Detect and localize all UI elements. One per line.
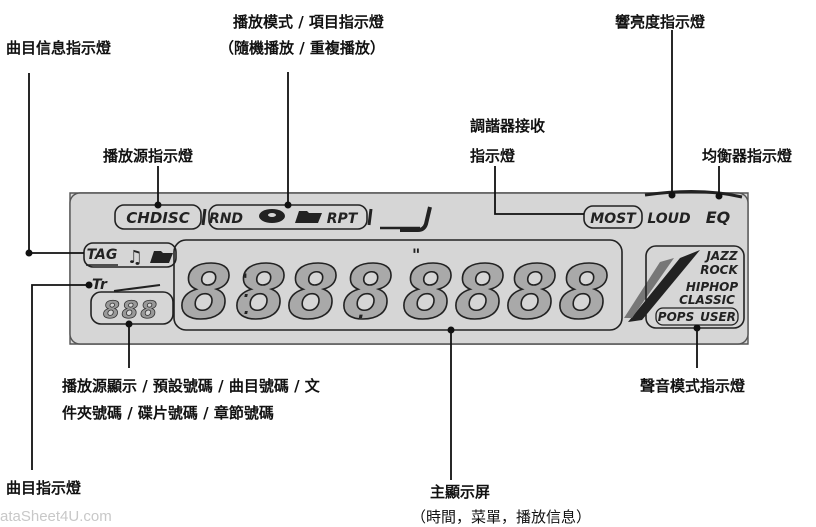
source-display-label-2: 件夾號碼 / 碟片號碼 / 章節號碼: [62, 404, 274, 422]
main-display-box: [173, 239, 623, 331]
chdisc-text: CHDISC: [126, 209, 189, 227]
rpt-text: RPT: [327, 211, 359, 227]
tuner-label: 調諧器接收: [470, 117, 546, 135]
tr-text: Tr: [92, 277, 108, 293]
jazz-text: JAZZ: [704, 249, 737, 263]
tag-folder-icon: [150, 251, 173, 263]
equalizer-label: 均衡器指示燈: [702, 147, 793, 165]
most-box: [583, 205, 643, 229]
tuner-label-2: 指示燈: [470, 147, 516, 165]
source-display-label: 播放源顯示 / 預設號碼 / 曲目號碼 / 文: [62, 377, 320, 395]
main-digit: 8: [506, 250, 558, 336]
main-digit: 8: [402, 250, 454, 336]
classic-text: CLASSIC: [679, 293, 735, 307]
loud-text: LOUD: [647, 211, 690, 227]
tuner-mark: [400, 206, 432, 232]
most-text: MOST: [590, 211, 637, 227]
svg-text:': ': [243, 270, 248, 289]
tag-text: TAG: [87, 247, 118, 263]
watermark: ataSheet4U.com: [0, 508, 112, 525]
svg-text:·: ·: [243, 303, 249, 322]
eq-text: EQ: [706, 208, 731, 227]
svg-text:·: ·: [243, 286, 249, 305]
sound-mode-label: 聲音模式指示燈: [640, 377, 746, 395]
main-digit: 8: [454, 250, 506, 336]
tag-box: [83, 242, 177, 268]
svg-text:": ": [412, 245, 420, 264]
rock-text: ROCK: [700, 263, 739, 277]
user-text: USER: [700, 310, 736, 324]
folder-icon: [295, 211, 322, 223]
play-mode-label: 播放模式 / 項目指示燈: [233, 13, 384, 31]
main-digit: 8: [180, 250, 232, 336]
main-digit: 8: [235, 250, 287, 336]
small-digits: 888: [103, 296, 159, 324]
main-display-label: 主顯示屏: [430, 483, 491, 501]
track-label: 曲目指示燈: [6, 479, 82, 497]
svg-text:.: .: [358, 302, 365, 323]
hiphop-text: HIPHOP: [686, 280, 739, 294]
play-mode-sub-label: （隨機播放 / 重複播放）: [219, 39, 385, 57]
title-info-label: 曲目信息指示燈: [6, 39, 112, 57]
main-display-sub-label: （時間，菜單，播放信息）: [411, 508, 592, 526]
loudness-label: 響亮度指示燈: [615, 13, 706, 31]
music-note-icon: ♫: [127, 247, 143, 268]
rnd-text: RND: [209, 211, 243, 227]
source-label: 播放源指示燈: [103, 147, 194, 165]
main-digit: 8: [287, 250, 339, 336]
pops-text: POPS: [658, 310, 694, 324]
main-digit: 8: [342, 250, 394, 336]
main-digit: 8: [558, 250, 610, 336]
